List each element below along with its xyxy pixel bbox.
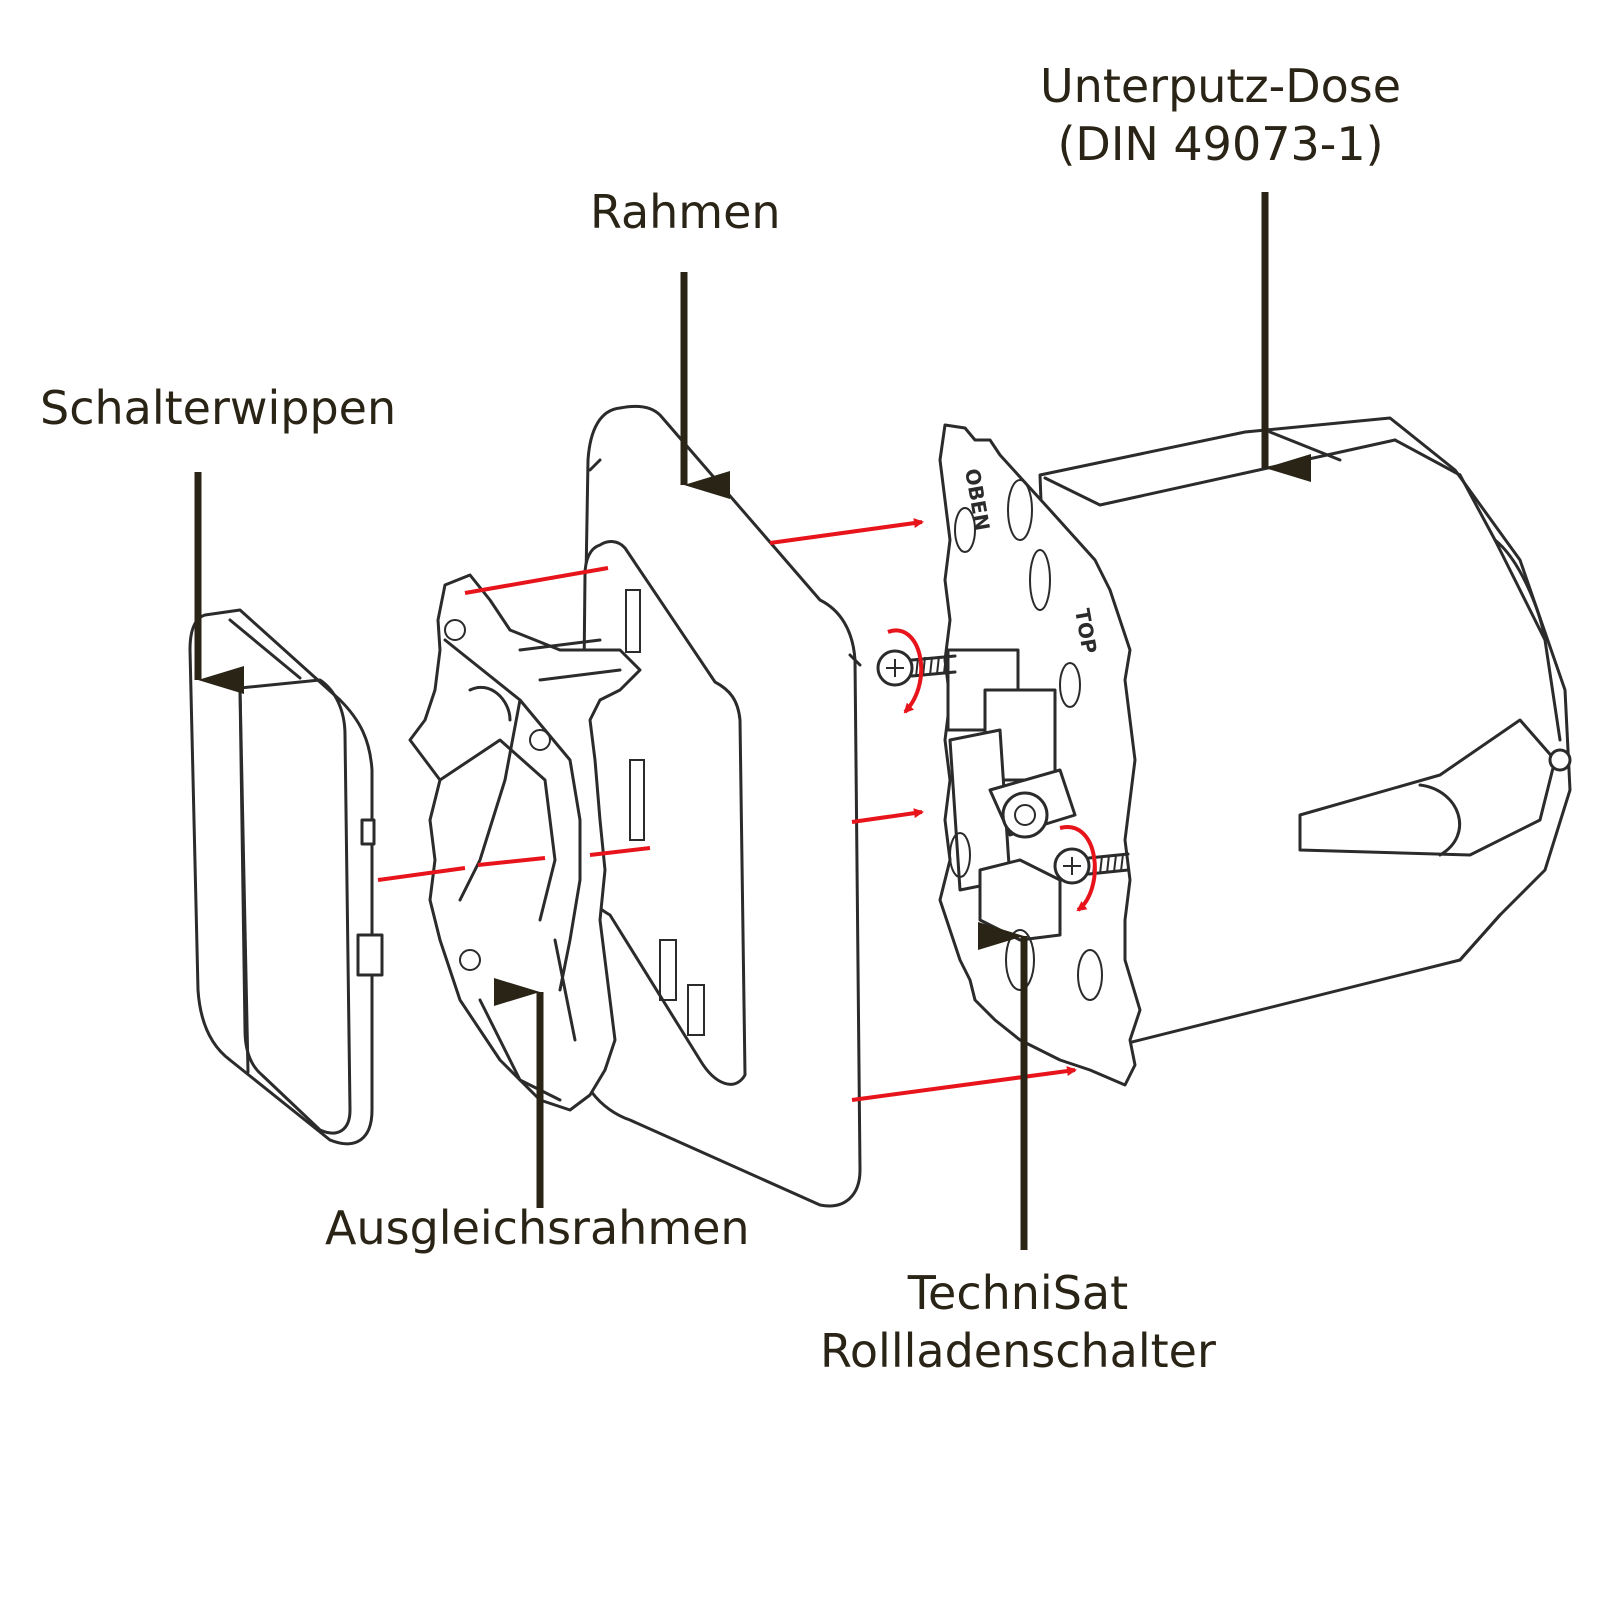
rocker-label: Schalterwippen <box>40 381 397 435</box>
upper-screw-rotation-arrow <box>887 628 924 714</box>
switch-label-line2: Rollladenschalter <box>820 1323 1216 1378</box>
cover-frame <box>576 404 862 1208</box>
adapter-frame-label: Ausgleichsrahmen <box>325 1201 750 1255</box>
guide-arrow-frame-bottom <box>851 1066 1077 1102</box>
guide-arrow-rocker-right <box>589 846 651 857</box>
flush-box-label: Unterputz-Dose (DIN 49073-1) <box>1040 58 1401 173</box>
frame-label: Rahmen <box>590 185 781 239</box>
flush-box-label-line2: (DIN 49073-1) <box>1057 116 1384 171</box>
switch-insert: OBEN TOP <box>876 423 1142 1087</box>
guide-arrows <box>377 518 1077 1102</box>
guide-arrow-frame-top <box>769 518 924 545</box>
switch-label: TechniSat Rollladenschalter <box>820 1265 1216 1380</box>
flush-box <box>1038 416 1572 1047</box>
adapter-frame <box>408 573 642 1112</box>
lower-screw-rotation-arrow <box>1059 825 1097 912</box>
rocker <box>188 608 384 1146</box>
guide-arrow-adapter-top <box>464 566 609 595</box>
upper-screw <box>876 649 957 687</box>
flush-box-label-line1: Unterputz-Dose <box>1040 59 1402 113</box>
guide-arrow-frame-middle <box>851 808 924 824</box>
guide-arrow-rocker-mid <box>477 856 546 867</box>
pointer-arrows <box>194 192 1311 1250</box>
switch-label-line1: TechniSat <box>907 1266 1129 1320</box>
guide-arrow-rocker-left <box>377 866 466 882</box>
